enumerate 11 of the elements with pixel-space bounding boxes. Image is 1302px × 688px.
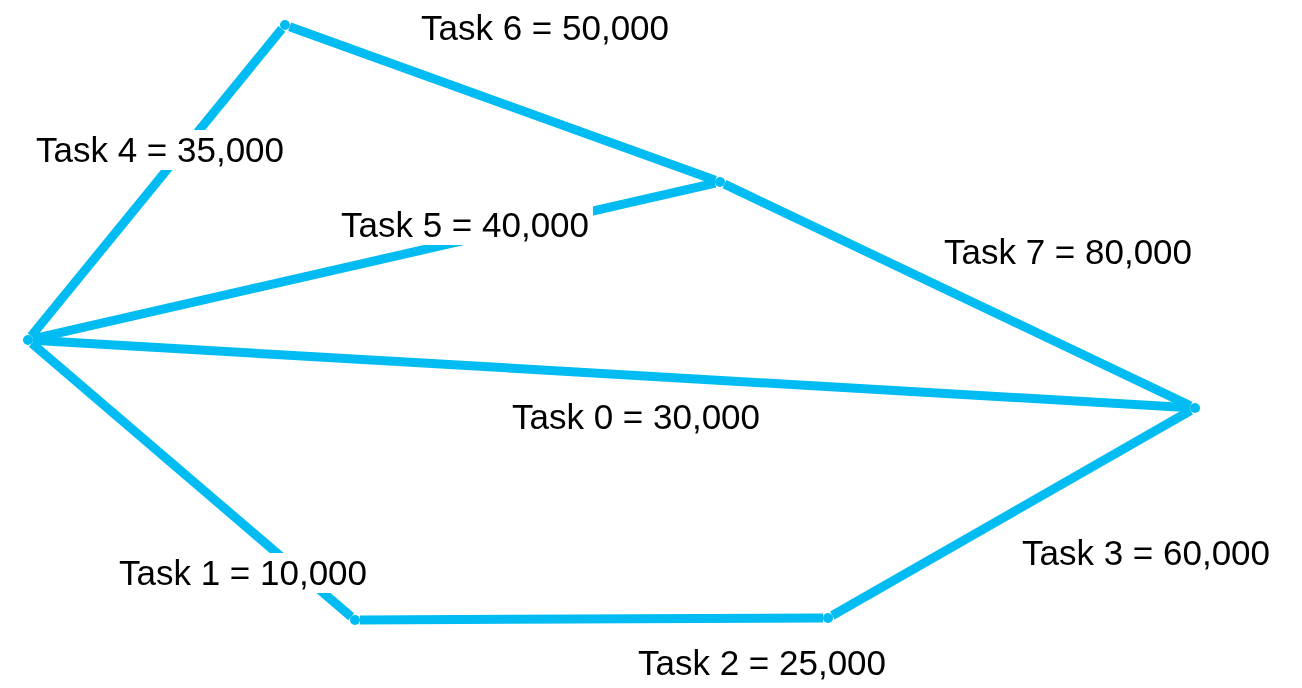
junction-point	[715, 177, 725, 187]
connector-line	[28, 339, 355, 621]
junction-point	[1190, 403, 1200, 413]
junction-point	[23, 335, 33, 345]
connector-line	[830, 406, 1193, 620]
connector-line	[360, 613, 823, 625]
connector-line	[32, 335, 1191, 413]
junction-point	[350, 615, 360, 625]
junction-point	[280, 20, 290, 30]
connector-line	[27, 26, 286, 339]
junction-point	[823, 613, 833, 623]
